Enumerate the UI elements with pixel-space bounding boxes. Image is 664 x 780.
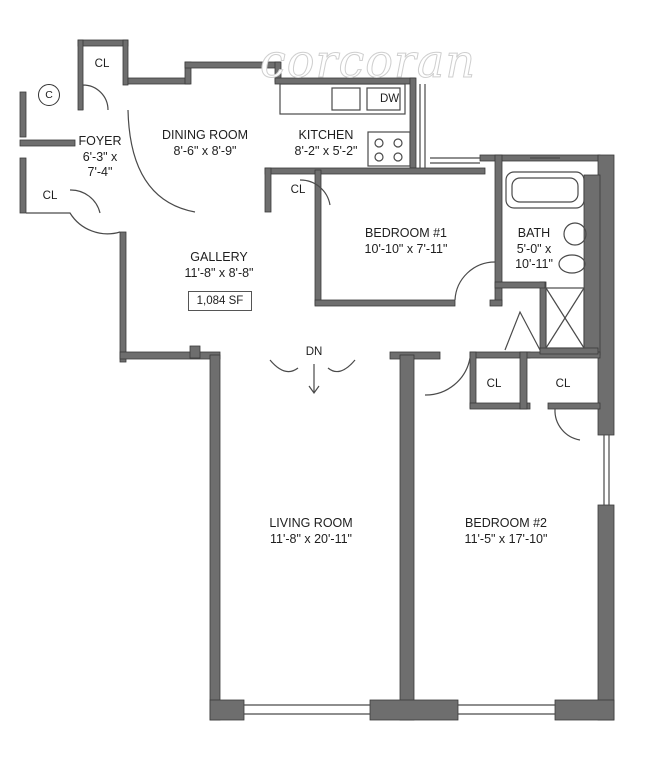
room-dining-name: DINING ROOM bbox=[161, 128, 249, 142]
wall-gallery-bottom-left bbox=[119, 351, 221, 360]
wall-bottom-right-pier bbox=[554, 699, 615, 721]
wall-left-cl bbox=[19, 157, 27, 214]
wall-kitchen-bottom bbox=[264, 167, 486, 175]
room-gallery-dims: 11'-8" x 8'-8" bbox=[184, 265, 254, 280]
room-gallery: GALLERY 11'-8" x 8'-8" bbox=[184, 250, 253, 281]
room-living: LIVING ROOM 11'-8" x 20'-11" bbox=[269, 516, 352, 547]
closet-label-bedroom2-a: CL bbox=[486, 378, 502, 390]
wall-gallery-bottom-right bbox=[389, 351, 441, 360]
door-foyer-cl bbox=[82, 84, 109, 111]
kitchen-stove bbox=[367, 131, 411, 167]
wall-cl-mid-left bbox=[469, 351, 477, 409]
door-dining-arc bbox=[127, 109, 196, 213]
room-gallery-name: GALLERY bbox=[190, 250, 248, 264]
wall-dining-top bbox=[127, 77, 191, 85]
door-bath bbox=[504, 310, 541, 351]
door-living-right bbox=[327, 359, 356, 373]
bath-sink bbox=[563, 222, 587, 246]
wall-foyer-top bbox=[77, 39, 129, 47]
corcoran-watermark: corcoran bbox=[260, 34, 476, 89]
room-bedroom2: BEDROOM #2 11'-5" x 17'-10" bbox=[465, 516, 548, 547]
door-living-left bbox=[269, 359, 299, 373]
door-entry-left bbox=[26, 212, 121, 235]
closet-label-kitchen: CL bbox=[290, 184, 306, 196]
wall-foyer-cl-left bbox=[77, 39, 84, 111]
room-kitchen: KITCHEN 8'-2" x 5'-2" bbox=[295, 128, 358, 159]
closet-label-left: CL bbox=[42, 190, 58, 202]
wall-kitchen-right bbox=[409, 77, 417, 169]
door-foyer-cl2 bbox=[69, 189, 101, 214]
room-foyer-dims: 6'-3" x 7'-4" bbox=[82, 149, 118, 180]
room-bedroom2-dims: 11'-5" x 17'-10" bbox=[464, 531, 548, 546]
dishwasher bbox=[366, 87, 401, 111]
dishwasher-label: DW bbox=[380, 93, 400, 105]
wall-right-exterior-low bbox=[597, 504, 615, 721]
walls bbox=[19, 39, 615, 721]
kitchen-sink bbox=[331, 87, 361, 111]
door-kitchen-cl bbox=[299, 179, 331, 206]
room-living-name: LIVING ROOM bbox=[269, 516, 353, 530]
wall-bottom-left-pier bbox=[209, 699, 245, 721]
shower bbox=[545, 287, 585, 349]
coat-closet-c-icon: C bbox=[38, 84, 60, 106]
wall-shower-left bbox=[539, 281, 547, 353]
toilet bbox=[558, 254, 586, 274]
room-bedroom2-name: BEDROOM #2 bbox=[465, 516, 547, 530]
kitchen-counter bbox=[279, 83, 406, 115]
wall-bottom-mid-pier bbox=[369, 699, 459, 721]
wall-foyer-cl-right bbox=[122, 39, 129, 86]
closet-label-bedroom2-b: CL bbox=[555, 378, 571, 390]
wall-kitchen-left-stub bbox=[264, 167, 272, 213]
room-kitchen-name: KITCHEN bbox=[298, 128, 354, 142]
room-bath-dims: 5'-0" x 10'-11" bbox=[515, 241, 553, 272]
room-bedroom1-name: BEDROOM #1 bbox=[365, 226, 447, 240]
bathtub bbox=[505, 171, 585, 209]
wall-bed1-left bbox=[314, 169, 322, 306]
room-bath-name: BATH bbox=[517, 226, 551, 240]
wall-bed1-bottom bbox=[314, 299, 456, 307]
room-foyer: FOYER 6'-3" x 7'-4" bbox=[78, 134, 121, 181]
wall-foyer-left bbox=[19, 91, 27, 138]
wall-foyer-cl-bottom bbox=[19, 139, 76, 147]
room-dining: DINING ROOM 8'-6" x 8'-9" bbox=[162, 128, 248, 159]
wall-bath-right-inner bbox=[583, 174, 601, 356]
wall-living-bed2-divider bbox=[399, 354, 415, 721]
room-foyer-name: FOYER bbox=[78, 134, 122, 148]
room-living-dims: 11'-8" x 20'-11" bbox=[270, 531, 352, 546]
door-cl-right bbox=[554, 408, 581, 441]
wall-cl-divider bbox=[519, 351, 528, 410]
fixtures bbox=[26, 83, 610, 715]
wall-living-left bbox=[209, 354, 221, 721]
door-bed1 bbox=[454, 261, 496, 301]
wall-shower-bottom bbox=[539, 347, 599, 355]
wall-bed1-bottom-right bbox=[489, 299, 503, 307]
room-bedroom1-dims: 10'-10" x 7'-11" bbox=[364, 241, 448, 256]
area-badge: 1,084 SF bbox=[188, 291, 252, 311]
wall-bath-left-lower bbox=[494, 281, 546, 289]
wall-stub-a bbox=[189, 345, 201, 359]
room-bedroom1: BEDROOM #1 10'-10" x 7'-11" bbox=[365, 226, 448, 257]
wall-left-lower bbox=[119, 231, 127, 363]
room-dining-dims: 8'-6" x 8'-9" bbox=[173, 143, 237, 158]
stairs-down-label: DN bbox=[305, 346, 323, 358]
closet-label-foyer: CL bbox=[94, 58, 110, 70]
wall-cl-right-bottom bbox=[547, 402, 601, 410]
room-bath: BATH 5'-0" x 10'-11" bbox=[515, 226, 553, 273]
room-kitchen-dims: 8'-2" x 5'-2" bbox=[294, 143, 358, 158]
wall-right-exterior bbox=[597, 154, 615, 436]
door-bed2 bbox=[424, 357, 471, 396]
wall-cl-mid-bottom bbox=[469, 402, 531, 410]
